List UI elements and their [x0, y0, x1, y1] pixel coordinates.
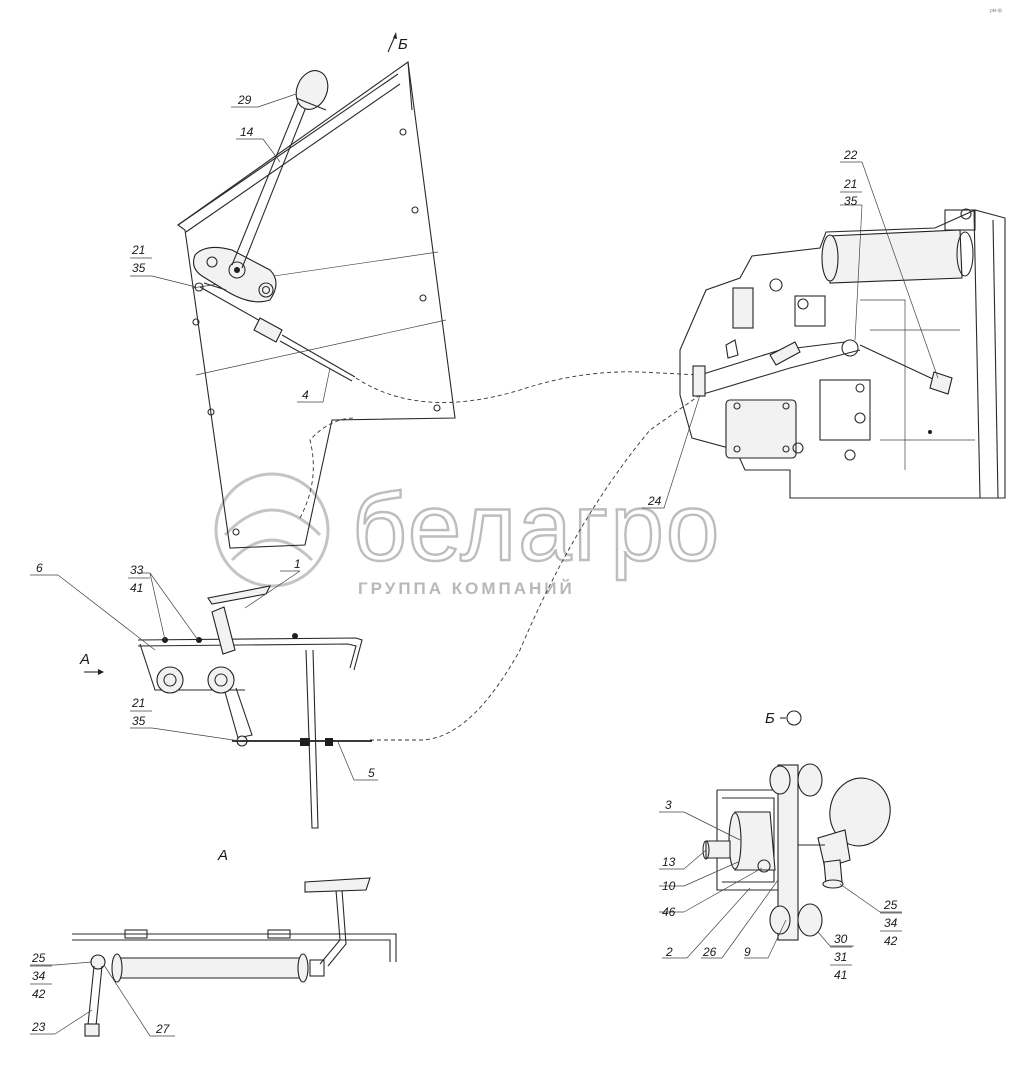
corner-stamp: рм-ф [990, 8, 1002, 14]
view-b-top-label: Б [398, 36, 408, 53]
view-b-detail [702, 710, 891, 941]
pedal-assembly [84, 585, 372, 829]
watermark: белагро ГРУППА КОМПАНИЙ [214, 472, 721, 598]
callout-29: 29 [237, 93, 252, 107]
callout-35: 35 [132, 714, 146, 728]
callout-35: 35 [132, 261, 146, 275]
callout-33: 33 [130, 563, 144, 577]
callout-41: 41 [130, 581, 143, 595]
watermark-subtitle: ГРУППА КОМПАНИЙ [358, 579, 575, 598]
callout-34: 34 [32, 969, 46, 983]
watermark-brand: белагро [352, 474, 721, 581]
control-cables [299, 371, 701, 741]
callout-42: 42 [32, 987, 46, 1001]
callout-26: 26 [702, 945, 717, 959]
callout-5: 5 [368, 766, 375, 780]
callout-4: 4 [302, 388, 309, 402]
callout-21: 21 [131, 243, 145, 257]
view-b-title: Б [765, 710, 775, 727]
callout-34: 34 [884, 916, 898, 930]
callout-24: 24 [647, 494, 662, 508]
callout-35: 35 [844, 194, 858, 208]
view-a-title: А [217, 847, 228, 864]
view-a-assembly [72, 877, 397, 1037]
callout-9: 9 [744, 945, 751, 959]
callout-27: 27 [155, 1022, 171, 1036]
view-labels: Б А А Б [79, 32, 775, 864]
callout-21: 21 [843, 177, 857, 191]
callout-numbers: 29 14 21 35 4 22 21 35 24 6 33 41 1 21 3… [30, 93, 902, 1036]
callout-1: 1 [294, 557, 301, 571]
leader-lines [30, 93, 939, 1037]
callout-46: 46 [662, 905, 676, 919]
callout-23: 23 [31, 1020, 46, 1034]
callout-10: 10 [662, 879, 676, 893]
callout-2: 2 [665, 945, 673, 959]
callout-13: 13 [662, 855, 676, 869]
callout-14: 14 [240, 125, 254, 139]
belagro-logo-icon [214, 472, 330, 588]
callout-21: 21 [131, 696, 145, 710]
callout-22: 22 [843, 148, 858, 162]
callout-3: 3 [665, 798, 672, 812]
callout-42: 42 [884, 934, 898, 948]
callout-30: 30 [834, 932, 848, 946]
engine-assembly [679, 208, 1006, 499]
cab-panel-assembly [177, 61, 456, 549]
view-a-arrow-label: А [79, 651, 90, 668]
callout-25: 25 [31, 951, 46, 965]
callout-6: 6 [36, 561, 43, 575]
callout-41: 41 [834, 968, 847, 982]
callout-31: 31 [834, 950, 847, 964]
callout-25: 25 [883, 898, 898, 912]
